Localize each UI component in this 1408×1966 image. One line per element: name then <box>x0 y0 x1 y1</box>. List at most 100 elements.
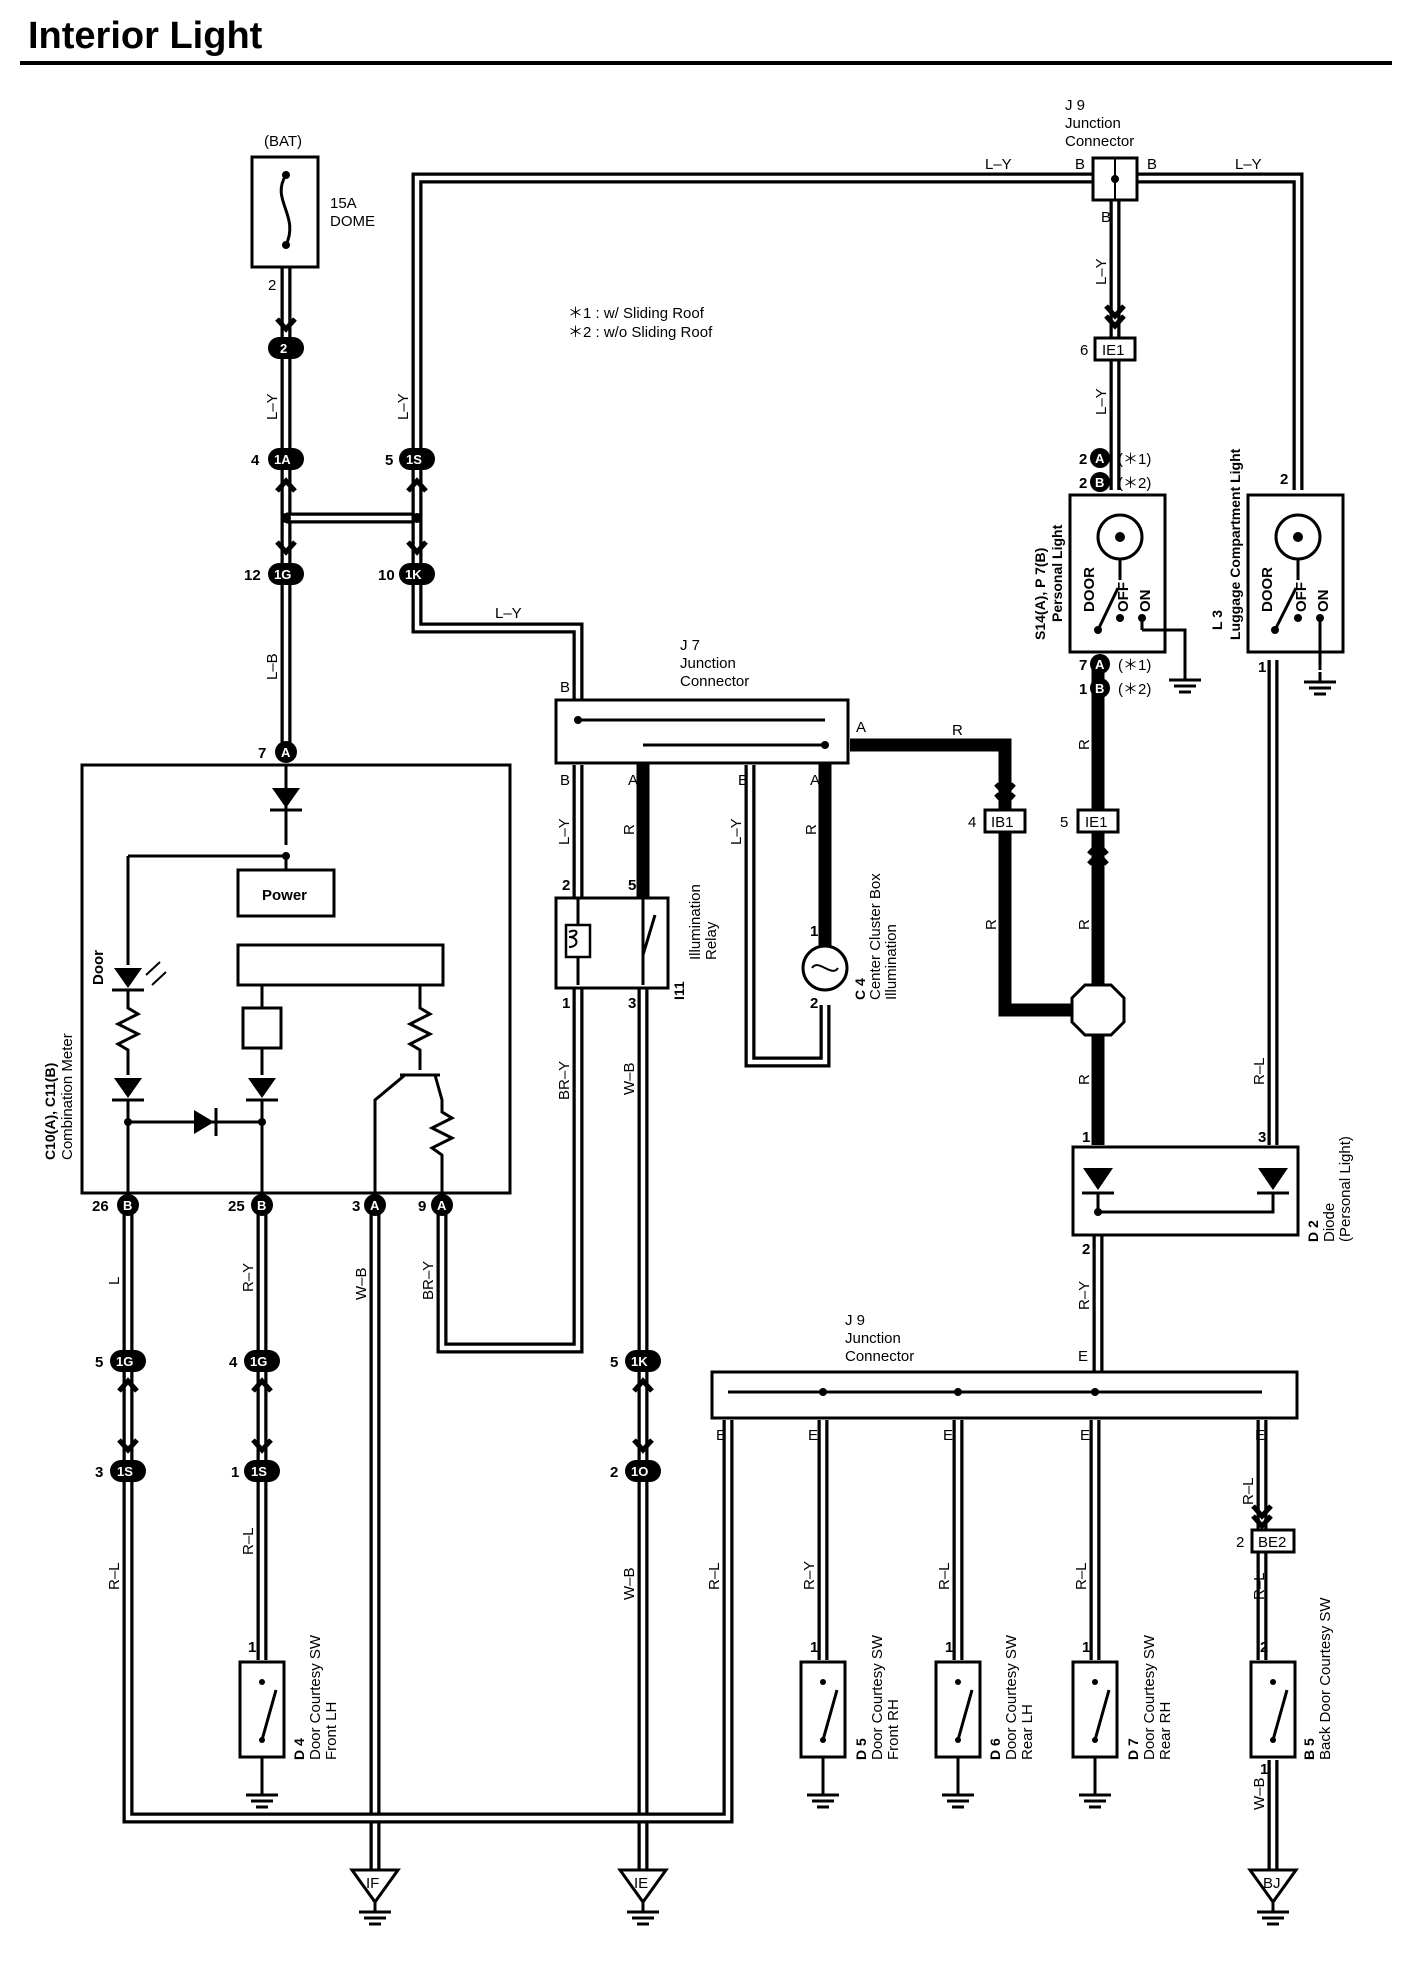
door-courtesy-sw-front-lh: 1 D 4 Door Courtesy SW Front LH <box>238 1634 340 1785</box>
wire-label: R <box>1076 1074 1093 1085</box>
svg-text:B: B <box>738 772 748 789</box>
wire-label: L–B <box>264 653 281 680</box>
ground-IF: IF <box>349 1868 401 1926</box>
wire-label: R <box>1076 739 1093 750</box>
wire-label: L <box>106 1277 123 1285</box>
svg-text:3: 3 <box>628 995 636 1012</box>
svg-text:5: 5 <box>1060 814 1068 831</box>
svg-text:Power: Power <box>262 887 307 904</box>
note-sliding-roof: ＊1 : w/ Sliding Roof <box>568 305 705 322</box>
svg-text:1S: 1S <box>251 1464 267 1479</box>
svg-text:5: 5 <box>628 877 636 894</box>
junction-j9-bottom: J 9 Junction Connector E E E E E E <box>710 1312 1299 1444</box>
svg-text:IE: IE <box>634 1875 648 1892</box>
svg-text:B: B <box>1095 681 1104 696</box>
svg-text:Illumination: Illumination <box>883 924 900 1000</box>
fuse-pin: 2 <box>268 277 276 294</box>
svg-text:2: 2 <box>280 341 287 356</box>
svg-text:B: B <box>560 679 570 696</box>
svg-text:ON: ON <box>1137 590 1154 613</box>
illumination-relay: 2 5 1 3 I11 Illumination Relay <box>554 877 720 1012</box>
svg-text:1G: 1G <box>116 1354 133 1369</box>
svg-text:Rear LH: Rear LH <box>1019 1704 1036 1760</box>
svg-text:DOOR: DOOR <box>1081 567 1098 612</box>
door-courtesy-sw-rear-lh: 1 D 6 Door Courtesy SW Rear LH <box>934 1634 1036 1785</box>
svg-text:Back Door Courtesy SW: Back Door Courtesy SW <box>1317 1597 1334 1760</box>
svg-text:Front RH: Front RH <box>885 1699 902 1760</box>
svg-text:Combination Meter: Combination Meter <box>59 1033 76 1160</box>
svg-text:OFF: OFF <box>1115 582 1132 612</box>
center-cluster-box-illumination: 1 2 C 4 Center Cluster Box Illumination <box>801 873 900 1012</box>
svg-text:A: A <box>370 1198 380 1213</box>
svg-text:OFF: OFF <box>1293 582 1310 612</box>
svg-text:Rear RH: Rear RH <box>1157 1702 1174 1760</box>
svg-text:DOOR: DOOR <box>1259 567 1276 612</box>
svg-text:Front LH: Front LH <box>323 1702 340 1760</box>
svg-text:J 9: J 9 <box>845 1312 865 1329</box>
wire-label: L–Y <box>495 605 522 622</box>
svg-text:IB1: IB1 <box>991 814 1014 831</box>
svg-text:D 2: D 2 <box>1305 1220 1321 1242</box>
svg-text:Connector: Connector <box>1065 133 1134 150</box>
svg-text:B: B <box>1095 475 1104 490</box>
svg-text:(＊1): (＊1) <box>1118 657 1151 674</box>
diode-personal-light: 1 3 2 D 2 Diode (Personal Light) <box>1071 1129 1354 1258</box>
svg-text:5: 5 <box>95 1354 103 1371</box>
svg-text:B 5: B 5 <box>1301 1738 1317 1760</box>
svg-text:Junction: Junction <box>1065 115 1121 132</box>
svg-text:D 4: D 4 <box>291 1738 307 1760</box>
svg-text:2: 2 <box>1260 1639 1268 1656</box>
wire-label: R <box>1076 919 1093 930</box>
page-title: Interior Light <box>28 15 263 57</box>
svg-text:5: 5 <box>610 1354 618 1371</box>
svg-text:10: 10 <box>378 567 395 584</box>
wire-label: R <box>983 919 1000 930</box>
fuse-dome: (BAT) 15A DOME 2 <box>250 133 375 294</box>
svg-text:IF: IF <box>366 1875 379 1892</box>
svg-text:2: 2 <box>1082 1241 1090 1258</box>
wire-label: R–L <box>1251 1572 1268 1600</box>
ground-IE: IE <box>617 1868 669 1926</box>
wire-label: R <box>621 824 638 835</box>
svg-text:2: 2 <box>1079 451 1087 468</box>
svg-text:1: 1 <box>1082 1129 1090 1146</box>
svg-text:1: 1 <box>562 995 570 1012</box>
svg-text:Luggage Compartment Light: Luggage Compartment Light <box>1227 448 1243 640</box>
svg-text:E: E <box>943 1427 953 1444</box>
connector-1K-top: 1K 10 <box>378 563 435 585</box>
svg-text:2: 2 <box>1280 471 1288 488</box>
svg-text:A: A <box>1095 451 1105 466</box>
wire-label: R–Y <box>1076 1281 1093 1310</box>
svg-text:Door Courtesy SW: Door Courtesy SW <box>307 1634 324 1760</box>
fuse-rating: 15A <box>330 195 357 212</box>
svg-text:1: 1 <box>945 1639 953 1656</box>
connector-IE1-top: IE1 6 <box>1080 336 1137 362</box>
svg-text:I11: I11 <box>671 981 687 1000</box>
wire-label: R <box>803 824 820 835</box>
svg-text:D 5: D 5 <box>853 1738 869 1760</box>
svg-text:B: B <box>257 1198 266 1213</box>
connector-1G-left: 1G 5 <box>95 1350 146 1372</box>
connector-1S-left: 1S 3 <box>95 1460 146 1482</box>
connector-1G-top: 1G 12 <box>244 563 304 585</box>
svg-text:Connector: Connector <box>845 1348 914 1365</box>
svg-text:(Personal Light): (Personal Light) <box>1337 1136 1354 1242</box>
wire-label: L–Y <box>1093 258 1110 285</box>
svg-text:Connector: Connector <box>680 673 749 690</box>
svg-text:D 6: D 6 <box>987 1738 1003 1760</box>
svg-text:(＊2): (＊2) <box>1118 681 1151 698</box>
svg-text:E: E <box>1078 1348 1088 1365</box>
junction-j9-top: J 9 Junction Connector B B B <box>1065 97 1157 226</box>
svg-text:A: A <box>437 1198 447 1213</box>
svg-text:S14(A), P 7(B): S14(A), P 7(B) <box>1032 548 1048 640</box>
connector-IB1: IB1 4 <box>968 808 1027 834</box>
wire-label: W–B <box>621 1062 638 1095</box>
ground-BJ: BJ <box>1247 1868 1299 1926</box>
svg-text:25: 25 <box>228 1198 245 1215</box>
svg-text:E: E <box>1080 1427 1090 1444</box>
connector-1S-top: 1S 5 <box>385 448 435 470</box>
svg-text:IE1: IE1 <box>1102 342 1125 359</box>
svg-text:Relay: Relay <box>703 921 720 960</box>
svg-text:26: 26 <box>92 1198 109 1215</box>
wire-label: L–Y <box>264 393 281 420</box>
